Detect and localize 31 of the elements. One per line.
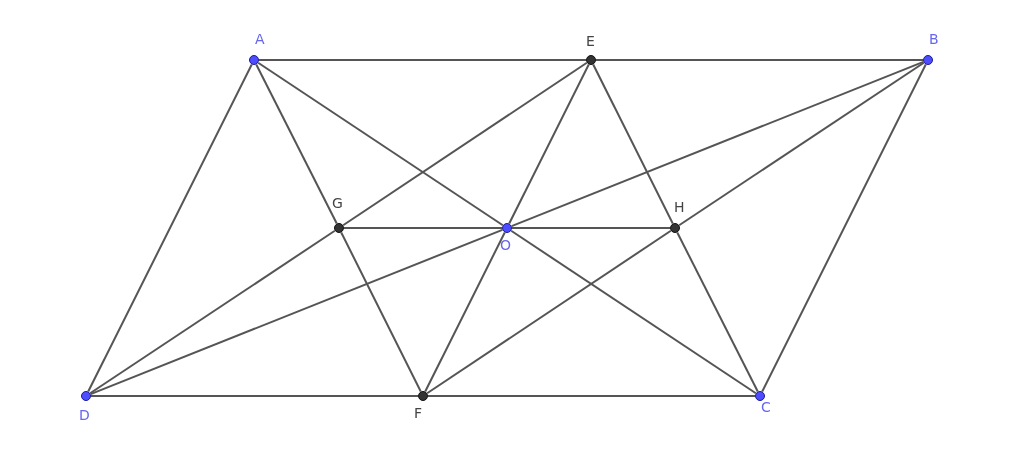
point-label: G [332,195,343,211]
line-segment [258,59,587,61]
line-segment [342,61,588,227]
line-segment [508,63,590,225]
line-segment [257,61,504,227]
line-segment [592,63,674,225]
point-label: H [674,199,685,215]
line-segment [426,229,672,395]
point-label: O [500,237,512,253]
line-segment [678,61,925,227]
point-label: C [761,399,771,415]
point-label: A [255,31,265,47]
line-segment [89,229,336,395]
line-segment [89,228,504,396]
point-label: B [929,31,939,47]
line-segment [676,231,759,393]
point-label: F [414,405,423,421]
line-segment [343,227,503,229]
line-segment [511,227,671,229]
point-label: D [79,407,90,423]
line-segment [90,395,419,397]
line-segment [255,63,338,225]
line-segment [87,63,253,393]
line-segment [595,59,924,61]
line-segment [340,231,422,393]
line-segment [761,63,927,393]
line-segment [510,229,757,395]
point-label: E [586,33,595,49]
line-segment [424,231,506,393]
line-segment [427,395,756,397]
line-segment [510,60,925,228]
